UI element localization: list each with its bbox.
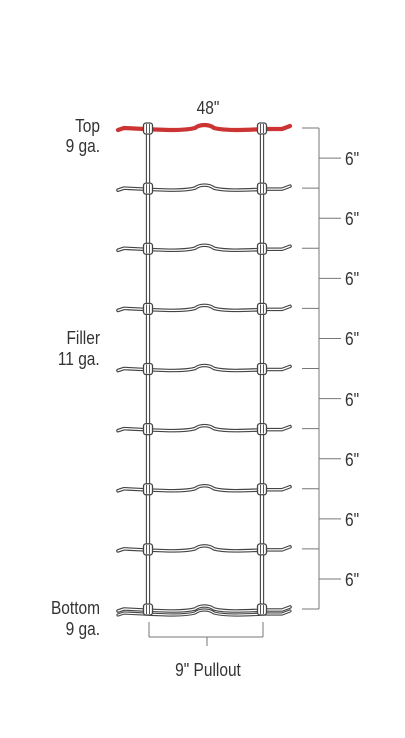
fixed-knot xyxy=(256,242,268,255)
filler-wire xyxy=(116,363,292,373)
spacing-label: 6" xyxy=(345,149,360,170)
horizontal-line-wires xyxy=(115,122,293,617)
wire-knots xyxy=(142,122,268,616)
spacing-label: 6" xyxy=(345,569,360,590)
pullout-label: 9" Pullout xyxy=(175,660,241,680)
spacing-label: 6" xyxy=(345,209,360,230)
fixed-knot xyxy=(256,182,268,195)
fixed-knot xyxy=(142,182,154,195)
bottom-wire-name: Bottom xyxy=(50,598,100,618)
bottom-wire xyxy=(116,604,292,617)
fixed-knot xyxy=(142,122,154,135)
filler-wire-name: Filler xyxy=(66,328,100,348)
fixed-knot xyxy=(256,603,268,616)
filler-wire xyxy=(116,303,292,313)
filler-wire-gauge: 11 ga. xyxy=(58,349,100,369)
fixed-knot xyxy=(142,483,154,496)
pullout-dimension-bracket xyxy=(148,622,264,646)
fixed-knot xyxy=(142,242,154,255)
fixed-knot xyxy=(256,483,268,496)
bottom-wire-gauge: 9 ga. xyxy=(65,619,100,639)
fixed-knot xyxy=(142,362,154,376)
fixed-knot xyxy=(142,543,154,556)
spacing-label: 6" xyxy=(345,449,360,470)
top-width-label: 48" xyxy=(196,98,220,118)
spacing-label: 6" xyxy=(345,329,360,350)
filler-wire xyxy=(116,423,292,433)
fixed-knot xyxy=(142,603,154,616)
fixed-knot xyxy=(142,422,154,436)
fixed-knot xyxy=(256,302,268,316)
pullout-bracket xyxy=(148,622,264,646)
filler-wire xyxy=(116,243,292,253)
fixed-knot xyxy=(256,422,268,436)
top-wire-name: Top xyxy=(75,116,100,136)
spacing-label: 6" xyxy=(345,389,360,410)
spacing-label: 6" xyxy=(345,269,360,290)
spacing-dimension-bracket xyxy=(302,127,341,610)
fixed-knot xyxy=(256,362,268,376)
top-wire-gauge: 9 ga. xyxy=(65,136,100,156)
fixed-knot xyxy=(142,302,154,316)
fixed-knot xyxy=(256,543,268,556)
spacing-label: 6" xyxy=(345,509,360,530)
filler-wire xyxy=(116,544,292,553)
filler-wire xyxy=(116,183,292,192)
fixed-knot xyxy=(256,122,268,135)
top-wire xyxy=(115,122,293,133)
filler-wire xyxy=(116,483,292,493)
